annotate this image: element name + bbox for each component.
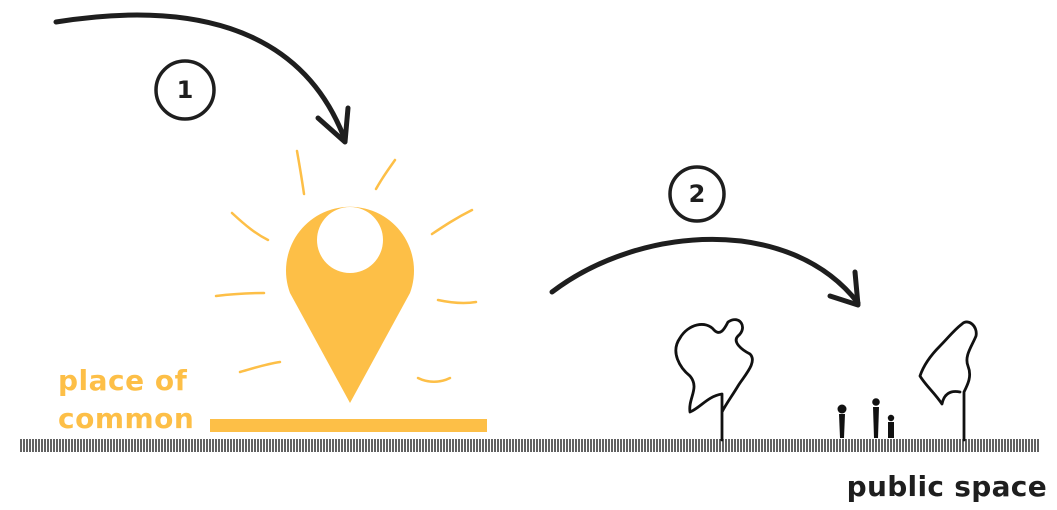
place-of-common-line-1: place of [58,362,194,400]
step-1-number: 1 [165,70,205,110]
arrow-2 [552,239,858,305]
person-icon [888,415,894,438]
ground-line [21,439,1038,452]
place-of-common-label: place of common [58,362,194,438]
person-icon [838,405,847,439]
tree-icon [920,322,976,440]
place-of-common-line-2: common [58,400,194,438]
tree-icon [676,320,753,440]
common-platform [210,419,487,432]
person-icon [872,398,880,438]
location-pin-icon [286,207,414,403]
step-2-number: 2 [677,174,717,214]
public-space-label: public space [847,470,1047,504]
